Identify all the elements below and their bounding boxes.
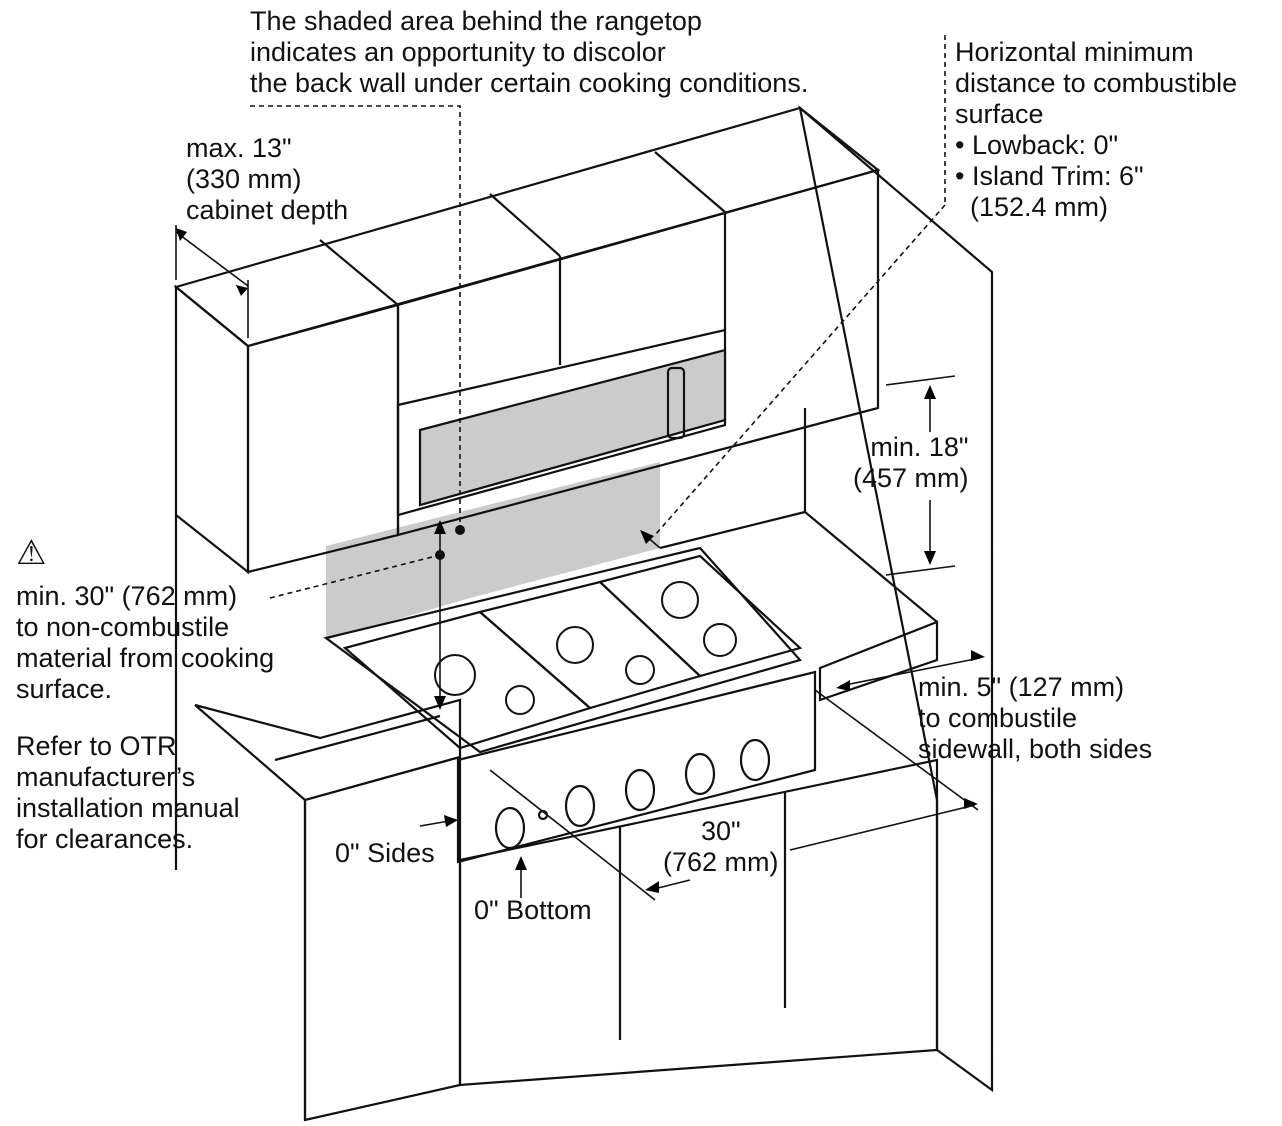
width-30-label: 30" (762 mm) [663, 816, 779, 877]
warning-icon: ⚠ [16, 534, 47, 572]
min-30-label: min. 30" (762 mm) to non-combustile mate… [16, 581, 275, 704]
marker-dot [455, 525, 465, 535]
horizontal-minimum-note: Horizontal minimum distance to combustib… [955, 37, 1238, 222]
shaded-discolor-area [326, 462, 660, 640]
shaded-area-note: The shaded area behind the rangetop indi… [250, 6, 809, 98]
refer-otr-note: Refer to OTR manufacturer’s installation… [16, 731, 240, 854]
marker-dot [435, 550, 445, 560]
base-cabinets [303, 755, 939, 1122]
dashed-leaders [250, 35, 946, 599]
cabinet-depth-label: max. 13" (330 mm) cabinet depth [186, 133, 349, 225]
countertop [174, 515, 939, 1120]
side-wall [798, 105, 994, 1093]
min-5-label: min. 5" (127 mm) to combustile sidewall,… [918, 672, 1153, 764]
zero-sides-label: 0" Sides [335, 838, 435, 868]
zero-bottom-label: 0" Bottom [474, 895, 592, 925]
upper-cabinets [173, 106, 881, 575]
rangetop [323, 546, 817, 864]
dimension-lines [175, 225, 985, 901]
min-18-label: min. 18" (457 mm) [853, 432, 969, 493]
